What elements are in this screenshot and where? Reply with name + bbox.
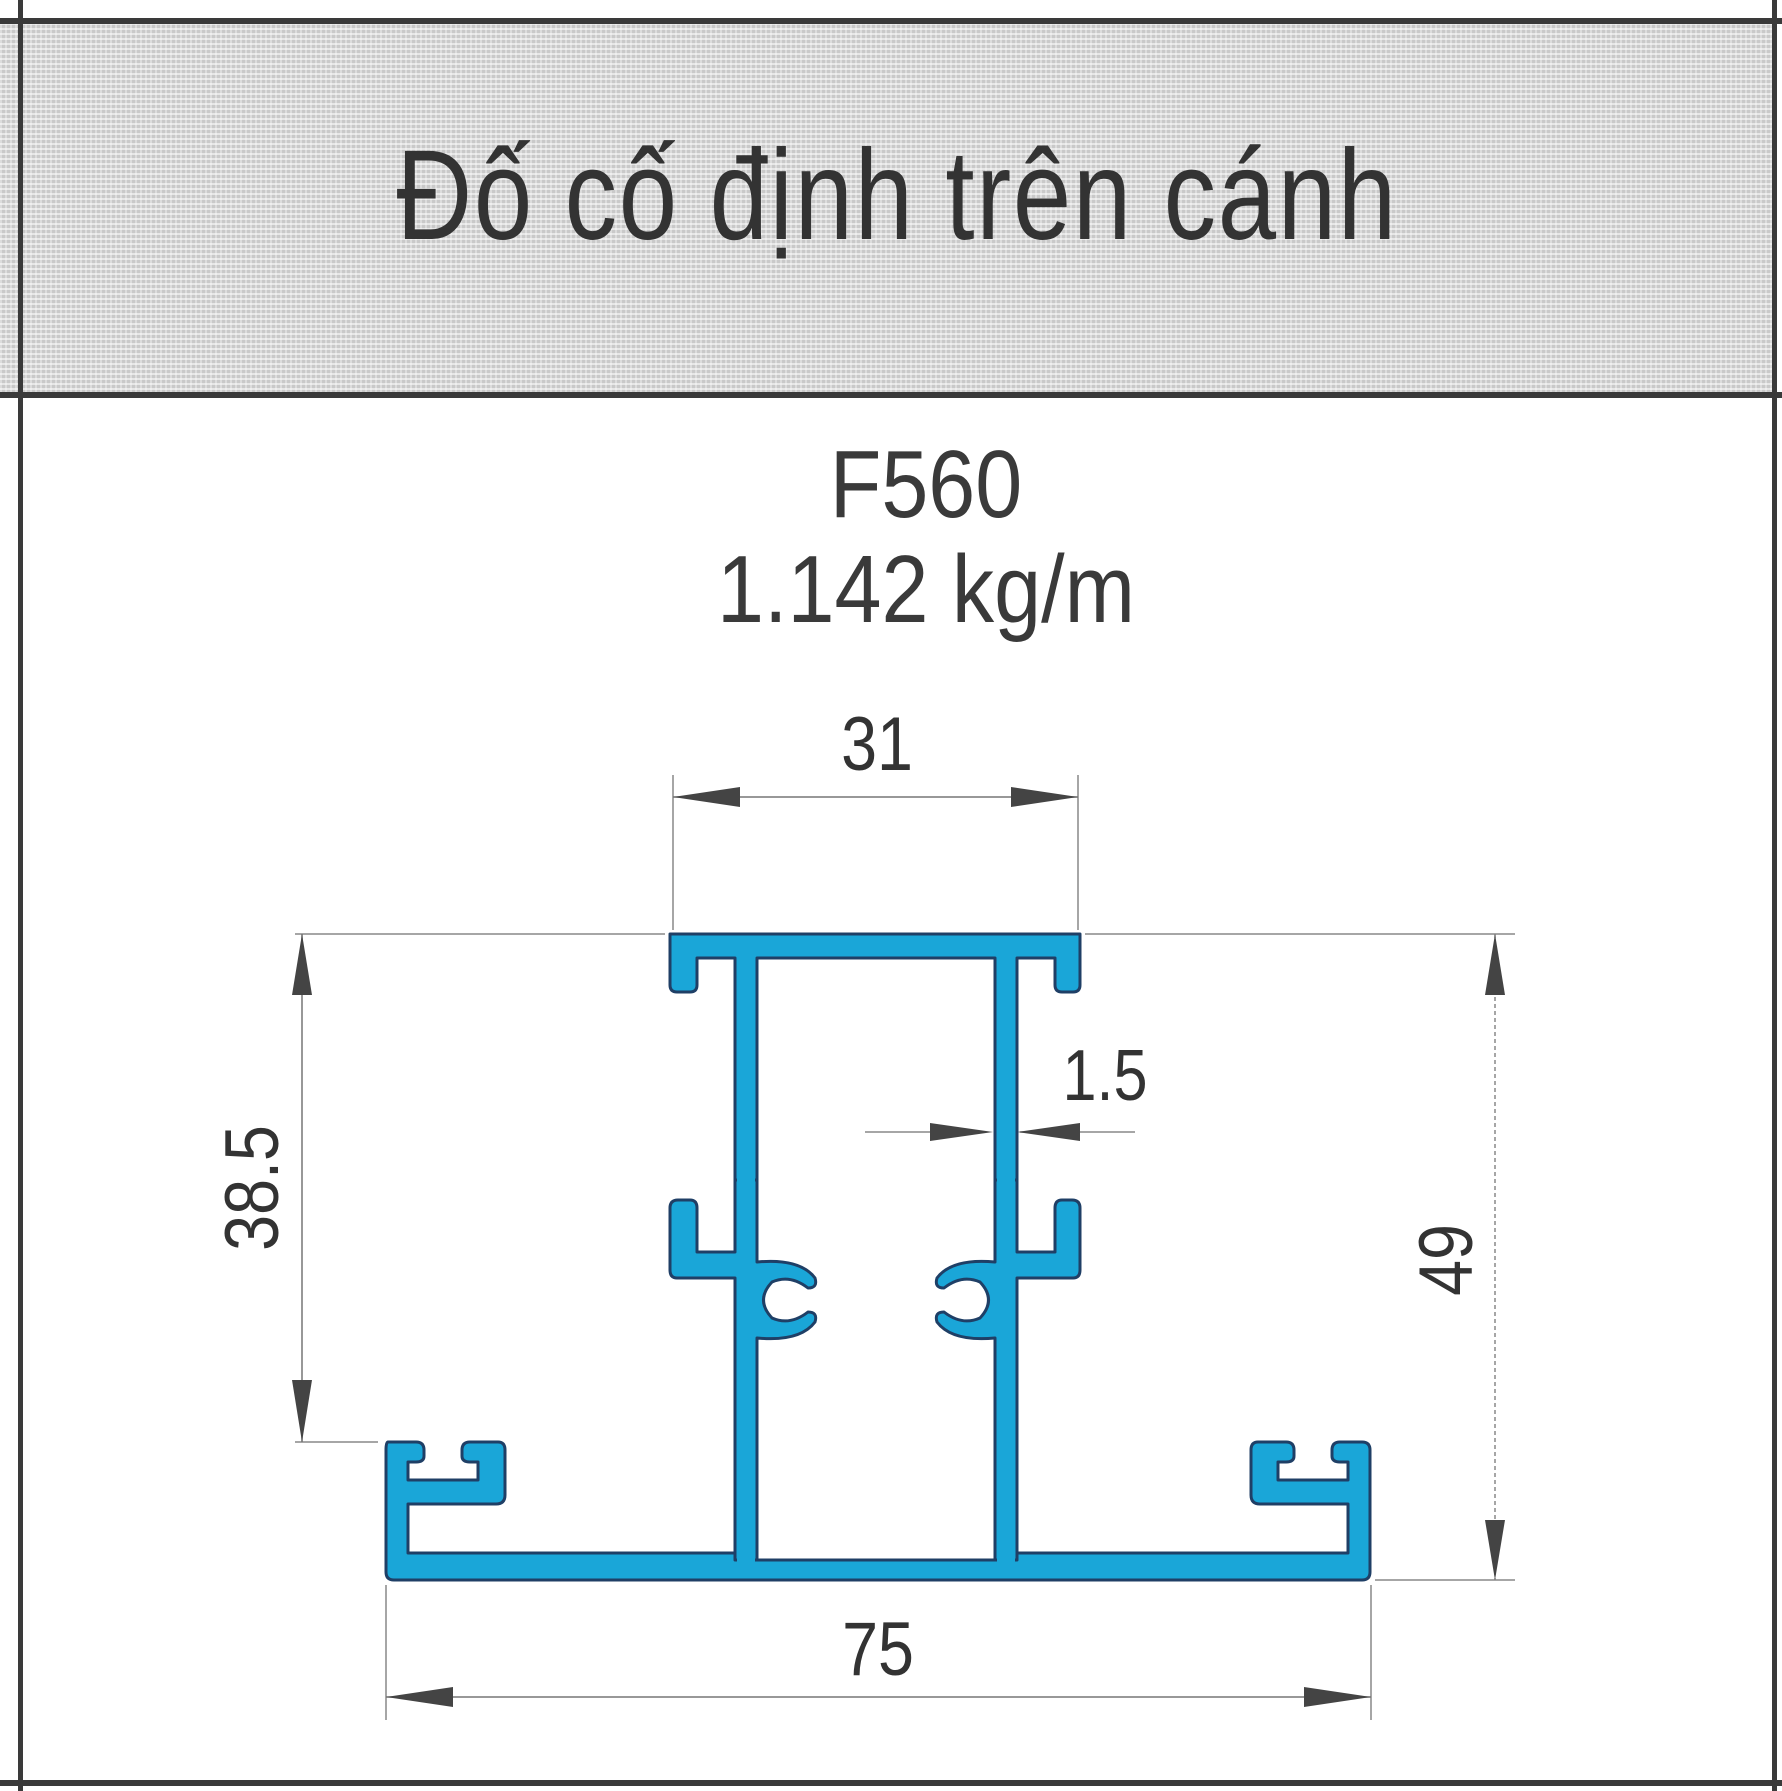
base-flange (384, 1440, 1372, 1582)
dimension-arrows (292, 787, 1505, 1707)
dim-wall-thickness: 1.5 (1062, 1036, 1147, 1116)
dim-left-height: 38.5 (209, 1125, 294, 1251)
profile-code: F560 (829, 431, 1023, 538)
aluminium-profile-section (384, 932, 1372, 1582)
frame-left-line (18, 0, 23, 1791)
left-web-hook (668, 1178, 818, 1562)
profile-weight: 1.142 kg/m (717, 536, 1135, 643)
section-title: Đố cố định trên cánh (396, 124, 1398, 267)
frame-bottom-line (0, 1780, 1782, 1786)
frame-header-bottom-line (0, 392, 1782, 398)
dim-top-width: 31 (841, 701, 913, 786)
top-flange (668, 932, 1082, 1192)
right-web-hook (934, 1178, 1082, 1562)
dim-right-height: 49 (1403, 1224, 1488, 1296)
frame-right-line (1772, 0, 1777, 1791)
header-band (0, 22, 1775, 395)
dim-bottom-width: 75 (842, 1606, 914, 1691)
frame-top-line (0, 18, 1782, 24)
